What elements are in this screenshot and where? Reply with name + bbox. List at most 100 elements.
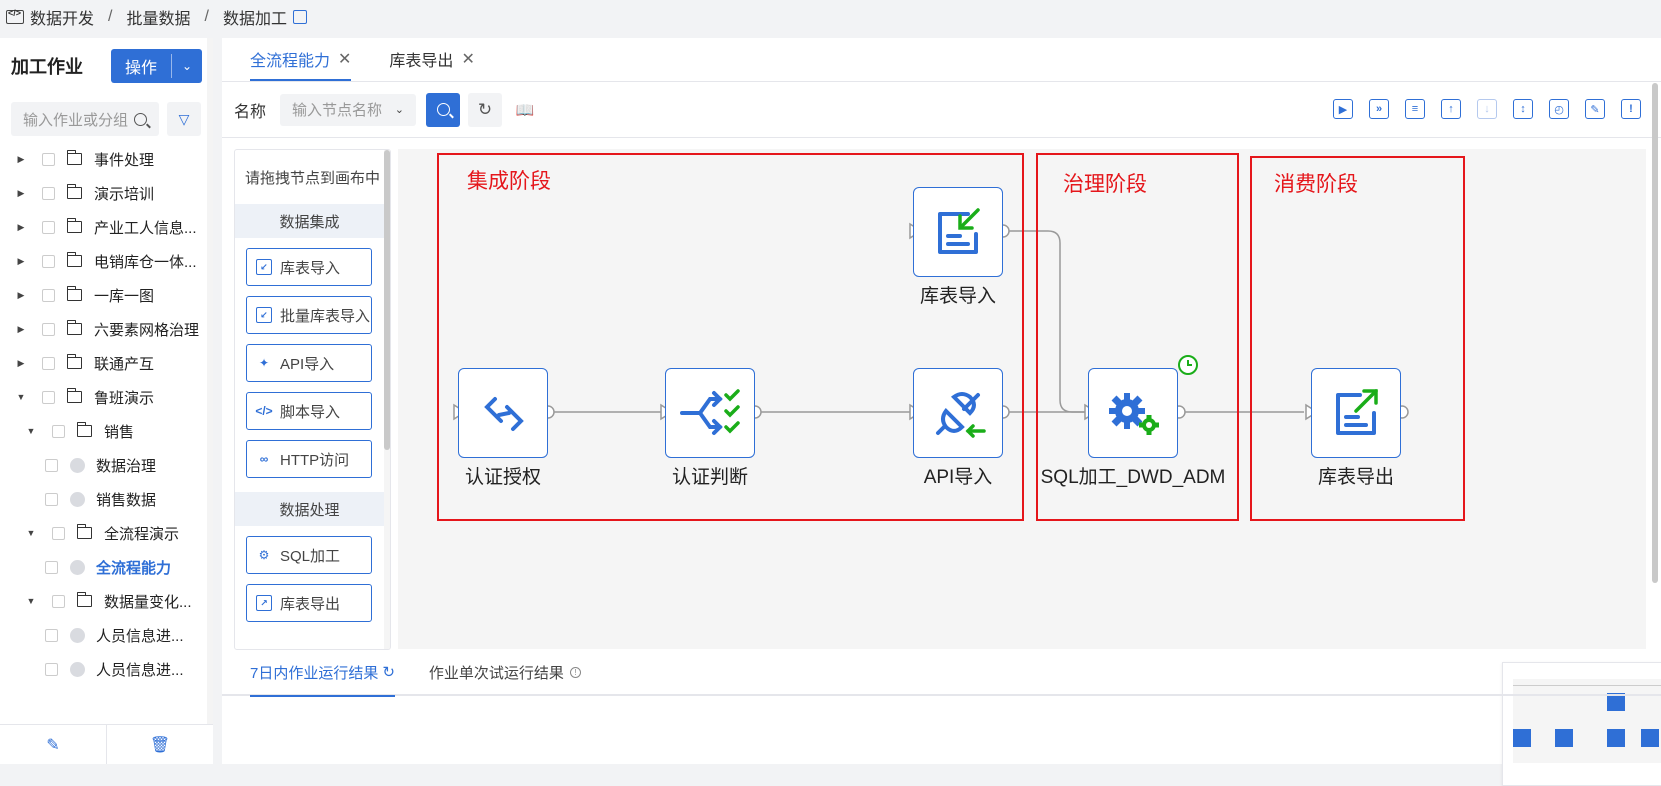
- search-button[interactable]: [426, 92, 461, 127]
- palette-group-integration[interactable]: 数据集成: [235, 204, 384, 238]
- caret-right-icon[interactable]: ▶: [17, 255, 25, 266]
- tab-quanliucheng[interactable]: 全流程能力 ✕: [250, 37, 352, 81]
- checkbox[interactable]: [42, 390, 55, 404]
- checkbox[interactable]: [42, 186, 55, 200]
- caret-right-icon[interactable]: ▶: [17, 323, 25, 334]
- job-search-input[interactable]: 输入作业或分组: [11, 102, 159, 136]
- checkbox[interactable]: [45, 492, 58, 506]
- tree-job-active[interactable]: 全流程能力: [0, 550, 213, 584]
- checkbox[interactable]: [52, 526, 65, 540]
- tree-folder[interactable]: ▼销售: [0, 414, 213, 448]
- close-icon[interactable]: ✕: [338, 51, 352, 68]
- job-tree: ▶事件处理 ▶演示培训 ▶产业工人信息... ▶电销库仓一体... ▶一库一图 …: [0, 142, 213, 686]
- palette-item-script-import[interactable]: </>脚本导入: [246, 392, 372, 430]
- guide-button[interactable]: 📖: [508, 93, 542, 127]
- main-scrollbar[interactable]: [1652, 83, 1658, 583]
- flow-node-sql[interactable]: [1088, 368, 1178, 458]
- filter-button[interactable]: ▽: [167, 102, 201, 136]
- sidebar-scrollbar[interactable]: [207, 38, 213, 724]
- clock-icon[interactable]: [1176, 353, 1200, 377]
- book-icon[interactable]: [292, 10, 307, 24]
- tab-kubiao-export[interactable]: 库表导出 ✕: [389, 37, 474, 81]
- tree-folder[interactable]: ▶事件处理: [0, 142, 213, 176]
- flow-node-api-import[interactable]: [913, 368, 1003, 458]
- folder-icon: [76, 592, 92, 607]
- palette-scrollbar[interactable]: [384, 150, 390, 649]
- shield-icon[interactable]: !: [1621, 99, 1641, 119]
- checkbox[interactable]: [45, 560, 58, 574]
- checkbox[interactable]: [45, 662, 58, 676]
- tree-folder[interactable]: ▶六要素网格治理: [0, 312, 213, 346]
- palette-item-sql[interactable]: ⚙SQL加工: [246, 536, 372, 574]
- tree-folder[interactable]: ▶一库一图: [0, 278, 213, 312]
- info-icon[interactable]: !: [569, 666, 581, 678]
- delete-button[interactable]: 🗑: [106, 725, 213, 764]
- caret-down-icon[interactable]: ▼: [26, 426, 36, 436]
- checkbox[interactable]: [42, 220, 55, 234]
- tree-folder[interactable]: ▶演示培训: [0, 176, 213, 210]
- breadcrumb-item[interactable]: 批量数据: [126, 11, 191, 28]
- tree-folder[interactable]: ▼数据量变化...: [0, 584, 213, 618]
- checkbox[interactable]: [45, 458, 58, 472]
- refresh-icon[interactable]: ↻: [382, 664, 395, 681]
- caret-down-icon[interactable]: ▼: [16, 392, 26, 402]
- search-icon[interactable]: [134, 112, 147, 126]
- palette-item-batch-import[interactable]: ↙批量库表导入: [246, 296, 372, 334]
- tree-job[interactable]: 人员信息进...: [0, 652, 213, 686]
- operate-button[interactable]: 操作 ⌄: [111, 49, 202, 83]
- refresh-button[interactable]: ↻: [468, 92, 503, 127]
- link-icon: ∞: [259, 452, 269, 466]
- caret-right-icon[interactable]: ▶: [17, 289, 25, 300]
- tree-folder[interactable]: ▶联通产互: [0, 346, 213, 380]
- edit-button[interactable]: ✎: [0, 725, 106, 764]
- tree-job[interactable]: 数据治理: [0, 448, 213, 482]
- align-icon[interactable]: ↕: [1513, 99, 1533, 119]
- download-icon[interactable]: ↓: [1477, 99, 1497, 119]
- tree-folder[interactable]: ▶电销库仓一体...: [0, 244, 213, 278]
- checkbox[interactable]: [42, 254, 55, 268]
- schedule-icon[interactable]: ◴: [1549, 99, 1569, 119]
- palette-item-table-export[interactable]: ↗库表导出: [246, 584, 372, 622]
- caret-right-icon[interactable]: ▶: [17, 357, 25, 368]
- edit-icon[interactable]: ✎: [1585, 99, 1605, 119]
- node-label: 库表导入: [919, 286, 996, 307]
- stage-integration: [437, 153, 1024, 521]
- caret-right-icon[interactable]: ▶: [17, 187, 25, 198]
- palette-group-processing[interactable]: 数据处理: [235, 492, 384, 526]
- caret-down-icon[interactable]: ▼: [26, 596, 36, 606]
- tab-7day-results[interactable]: 7日内作业运行结果 ↻: [250, 649, 395, 697]
- chevron-down-icon[interactable]: ⌄: [181, 59, 193, 73]
- checkbox[interactable]: [42, 152, 55, 166]
- flow-canvas[interactable]: 集成阶段 治理阶段 消费阶段 认证授权 认证判断 API导入: [398, 149, 1661, 786]
- tree-job[interactable]: 人员信息进...: [0, 618, 213, 652]
- checkbox[interactable]: [52, 594, 65, 608]
- checkbox[interactable]: [42, 322, 55, 336]
- tree-folder[interactable]: ▼鲁班演示: [0, 380, 213, 414]
- caret-right-icon[interactable]: ▶: [17, 221, 25, 232]
- flow-node-judge[interactable]: [665, 368, 755, 458]
- upload-icon[interactable]: ↑: [1441, 99, 1461, 119]
- tree-job[interactable]: 销售数据: [0, 482, 213, 516]
- palette-item-api-import[interactable]: ✦API导入: [246, 344, 372, 382]
- run-icon[interactable]: ▶: [1333, 99, 1353, 119]
- flow-node-table-import[interactable]: [913, 187, 1003, 277]
- checkbox[interactable]: [52, 424, 65, 438]
- caret-down-icon[interactable]: ▼: [26, 528, 36, 538]
- breadcrumb-item[interactable]: 数据开发: [30, 11, 95, 28]
- run-all-icon[interactable]: »: [1369, 99, 1389, 119]
- format-icon[interactable]: ≡: [1405, 99, 1425, 119]
- palette-item-table-import[interactable]: ↙库表导入: [246, 248, 372, 286]
- close-icon[interactable]: ✕: [461, 51, 475, 68]
- palette-item-http[interactable]: ∞HTTP访问: [246, 440, 372, 478]
- caret-right-icon[interactable]: ▶: [17, 153, 25, 164]
- node-name-select[interactable]: 输入节点名称 ⌄: [280, 93, 417, 126]
- gear-icon: ⚙: [258, 548, 270, 562]
- tree-folder[interactable]: ▶产业工人信息...: [0, 210, 213, 244]
- tree-folder[interactable]: ▼全流程演示: [0, 516, 213, 550]
- flow-node-auth[interactable]: [458, 368, 548, 458]
- checkbox[interactable]: [42, 356, 55, 370]
- checkbox[interactable]: [45, 628, 58, 642]
- flow-node-table-export[interactable]: [1311, 368, 1401, 458]
- checkbox[interactable]: [42, 288, 55, 302]
- tab-trial-results[interactable]: 作业单次试运行结果 !: [429, 649, 581, 695]
